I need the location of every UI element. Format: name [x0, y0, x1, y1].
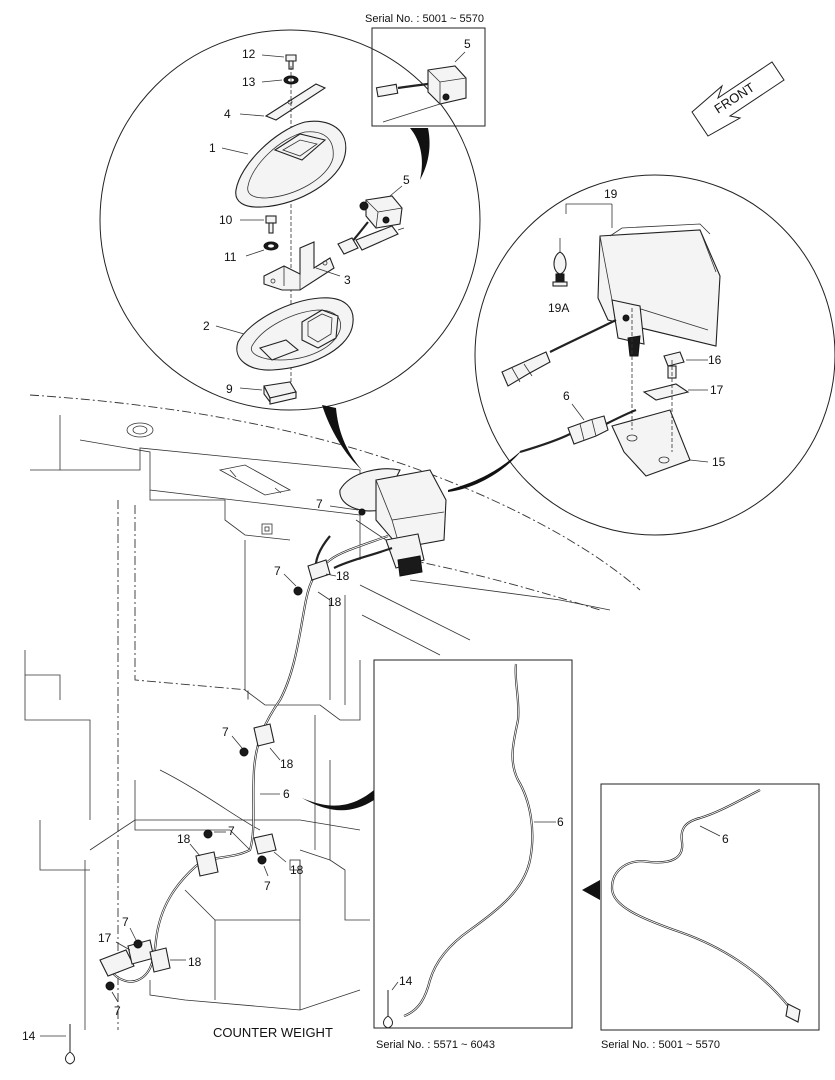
label-15: 15 — [712, 455, 726, 469]
label-3: 3 — [344, 273, 351, 287]
serial-box-top: Serial No. : 5001 ~ 5570 5 — [365, 13, 486, 127]
serial-label-mid: Serial No. : 5571 ~ 6043 — [376, 1039, 495, 1051]
label-7-a: 7 — [274, 564, 281, 578]
label-19: 19 — [604, 187, 618, 201]
label-7-c: 7 — [264, 879, 271, 893]
label-18-a: 18 — [336, 569, 350, 583]
counter-weight-label: COUNTER WEIGHT — [213, 1025, 333, 1040]
label-18-d: 18 — [290, 863, 304, 877]
label-2: 2 — [203, 319, 210, 333]
clamps-and-bolts: 7 18 18 7 18 18 7 7 18 7 17 18 — [98, 559, 350, 1018]
label-5: 5 — [403, 173, 410, 187]
label-6-right: 6 — [722, 832, 729, 846]
callout-arrow-right — [582, 880, 600, 900]
machine-body-outline — [24, 394, 641, 1030]
label-19a: 19A — [548, 301, 569, 315]
label-16: 16 — [708, 353, 722, 367]
label-6-main: 6 — [283, 787, 290, 801]
serial-label-right: Serial No. : 5001 ~ 5570 — [601, 1039, 720, 1051]
installed-work-lamp: 7 — [316, 468, 447, 577]
main-harness-cable: 6 — [111, 534, 393, 983]
serial-label-top: Serial No. : 5001 ~ 5570 — [365, 13, 484, 25]
label-7-lamp: 7 — [316, 497, 323, 511]
label-1: 1 — [209, 141, 216, 155]
label-6-lamp: 6 — [563, 389, 570, 403]
label-7-b: 7 — [222, 725, 229, 739]
detail-box-serial-right: 6 Serial No. : 5001 ~ 5570 — [582, 783, 820, 1051]
label-11: 11 — [224, 250, 237, 264]
callout-wedge-top — [322, 405, 362, 470]
cable-tie-14: 14 — [22, 1024, 75, 1065]
label-18-f: 18 — [188, 955, 202, 969]
detail-box-serial-mid: 6 14 Serial No. : 5571 ~ 6043 — [302, 659, 573, 1051]
label-6-mid: 6 — [557, 815, 564, 829]
label-10: 10 — [219, 213, 233, 227]
label-12: 12 — [242, 47, 256, 61]
detail-circle-bracket — [99, 29, 481, 470]
label-13: 13 — [242, 75, 256, 89]
label-7-f: 7 — [114, 1004, 121, 1018]
label-7-d: 7 — [228, 824, 235, 838]
label-5-box: 5 — [464, 37, 471, 51]
callout-wedge-box — [410, 128, 430, 180]
bracket-parts: 12 13 4 1 10 11 3 — [203, 47, 410, 405]
label-18-c: 18 — [280, 757, 294, 771]
label-17-main: 17 — [98, 931, 112, 945]
detail-circle-lamp: 19 19A 16 17 15 6 — [448, 174, 835, 536]
label-9: 9 — [226, 382, 233, 396]
label-14-mid: 14 — [399, 974, 413, 988]
label-18-b: 18 — [328, 595, 342, 609]
callout-wedge-right — [448, 450, 522, 492]
label-4: 4 — [224, 107, 231, 121]
callout-wedge-mid — [302, 790, 374, 811]
label-17: 17 — [710, 383, 724, 397]
label-14-left: 14 — [22, 1029, 36, 1043]
label-18-e: 18 — [177, 832, 191, 846]
front-direction-arrow: FRONT — [691, 61, 785, 137]
label-7-e: 7 — [122, 915, 129, 929]
